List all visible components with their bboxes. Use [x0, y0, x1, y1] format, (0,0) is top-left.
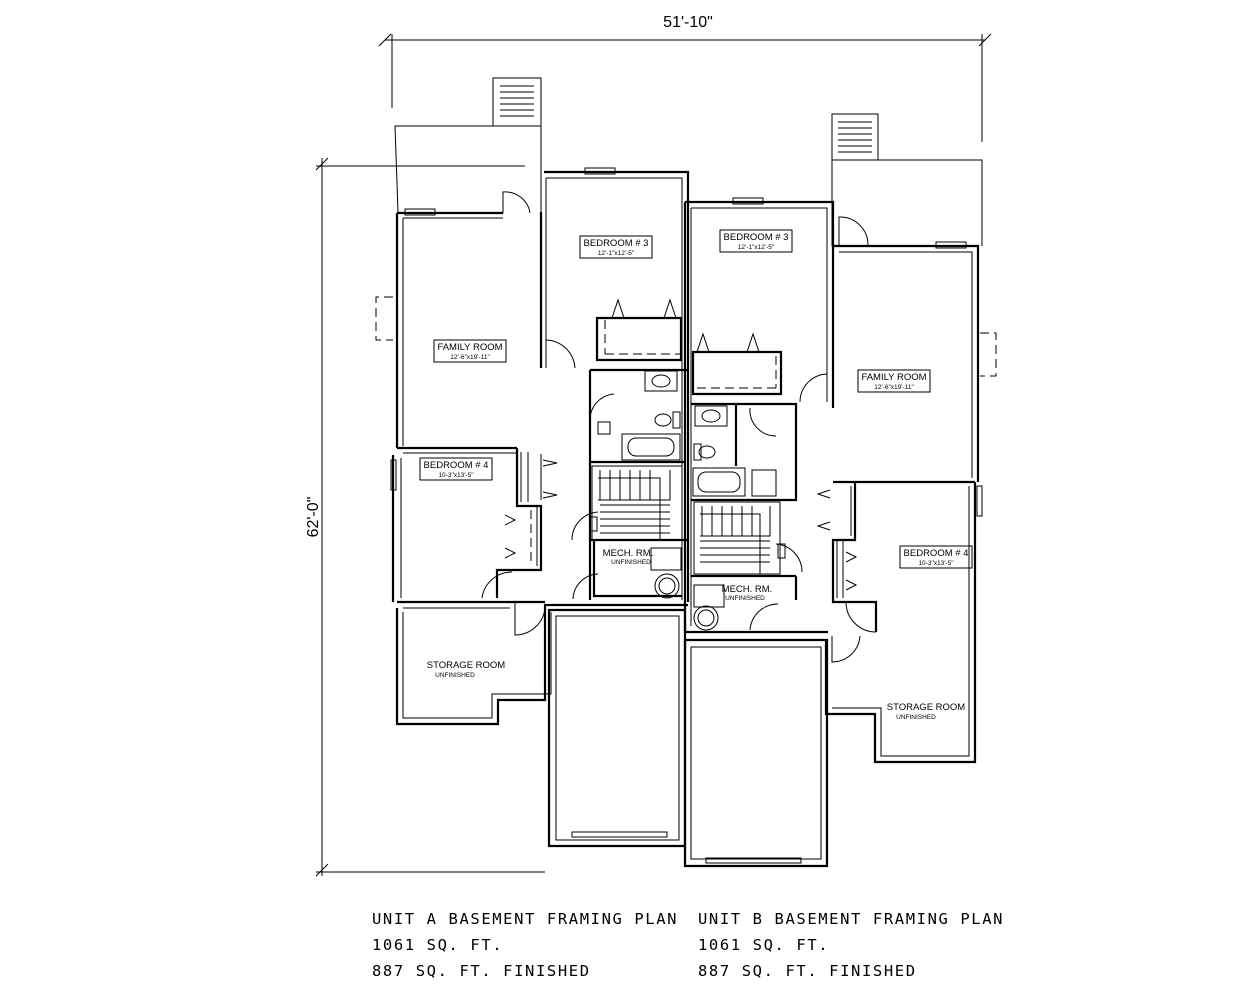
- room-name: STORAGE ROOM: [887, 702, 966, 713]
- room-note: UNFINISHED: [435, 672, 475, 679]
- room-name: MECH. RM.: [722, 584, 773, 595]
- room-note: UNFINISHED: [611, 559, 651, 566]
- room-size: 10-3"x13'-5": [438, 472, 474, 479]
- room-size: 12'-6"x19'-11": [874, 384, 914, 391]
- unit-a-area: 1061 SQ. FT.: [372, 936, 504, 954]
- room-name: STORAGE ROOM: [427, 660, 506, 671]
- room-name: MECH. RM.: [603, 548, 654, 559]
- room-a-bedroom-3: BEDROOM # 3 12'-1"x12'-5": [580, 236, 652, 258]
- unit-a-finished: 887 SQ. FT. FINISHED: [372, 962, 591, 980]
- width-dimension: 51'-10": [379, 14, 991, 142]
- room-name: BEDROOM # 4: [424, 460, 489, 471]
- unit-b-area: 1061 SQ. FT.: [698, 936, 830, 954]
- unit-b-walls: [685, 114, 996, 762]
- room-b-family: FAMILY ROOM 12'-6"x19'-11": [858, 370, 930, 392]
- room-size: 12'-6"x19'-11": [450, 354, 490, 361]
- room-a-family: FAMILY ROOM 12'-6"x19'-11": [434, 340, 506, 362]
- room-b-bedroom-3: BEDROOM # 3 12'-1"x12'-5": [720, 230, 792, 252]
- room-name: BEDROOM # 3: [724, 232, 789, 243]
- unit-a-title: UNIT A BASEMENT FRAMING PLAN: [372, 910, 679, 928]
- unit-b-title: UNIT B BASEMENT FRAMING PLAN: [698, 910, 1005, 928]
- unit-a-caption: UNIT A BASEMENT FRAMING PLAN 1061 SQ. FT…: [372, 906, 678, 984]
- room-name: BEDROOM # 3: [584, 238, 649, 249]
- room-b-mech: MECH. RM. UNFINISHED: [722, 584, 773, 602]
- width-dimension-label: 51'-10": [663, 14, 713, 31]
- room-name: FAMILY ROOM: [861, 372, 926, 383]
- room-name: BEDROOM # 4: [904, 548, 969, 559]
- unit-b-finished: 887 SQ. FT. FINISHED: [698, 962, 917, 980]
- unit-b-caption: UNIT B BASEMENT FRAMING PLAN 1061 SQ. FT…: [698, 906, 1004, 984]
- room-note: UNFINISHED: [896, 714, 936, 721]
- room-a-mech: MECH. RM. UNFINISHED: [603, 548, 654, 566]
- room-a-storage: STORAGE ROOM UNFINISHED: [427, 660, 506, 679]
- depth-dimension: 62'-0": [305, 158, 545, 876]
- room-size: 12'-1"x12'-5": [598, 250, 635, 257]
- room-size: 12'-1"x12'-5": [738, 244, 775, 251]
- room-size: 10-3"x13'-5": [918, 560, 954, 567]
- room-name: FAMILY ROOM: [437, 342, 502, 353]
- garages: [549, 610, 827, 866]
- room-note: UNFINISHED: [725, 595, 765, 602]
- depth-dimension-label: 62'-0": [305, 497, 322, 538]
- room-b-storage: STORAGE ROOM UNFINISHED: [887, 702, 966, 721]
- room-b-bedroom-4: BEDROOM # 4 10-3"x13'-5": [900, 546, 972, 568]
- unit-a-walls: [376, 78, 688, 724]
- room-a-bedroom-4: BEDROOM # 4 10-3"x13'-5": [420, 458, 492, 480]
